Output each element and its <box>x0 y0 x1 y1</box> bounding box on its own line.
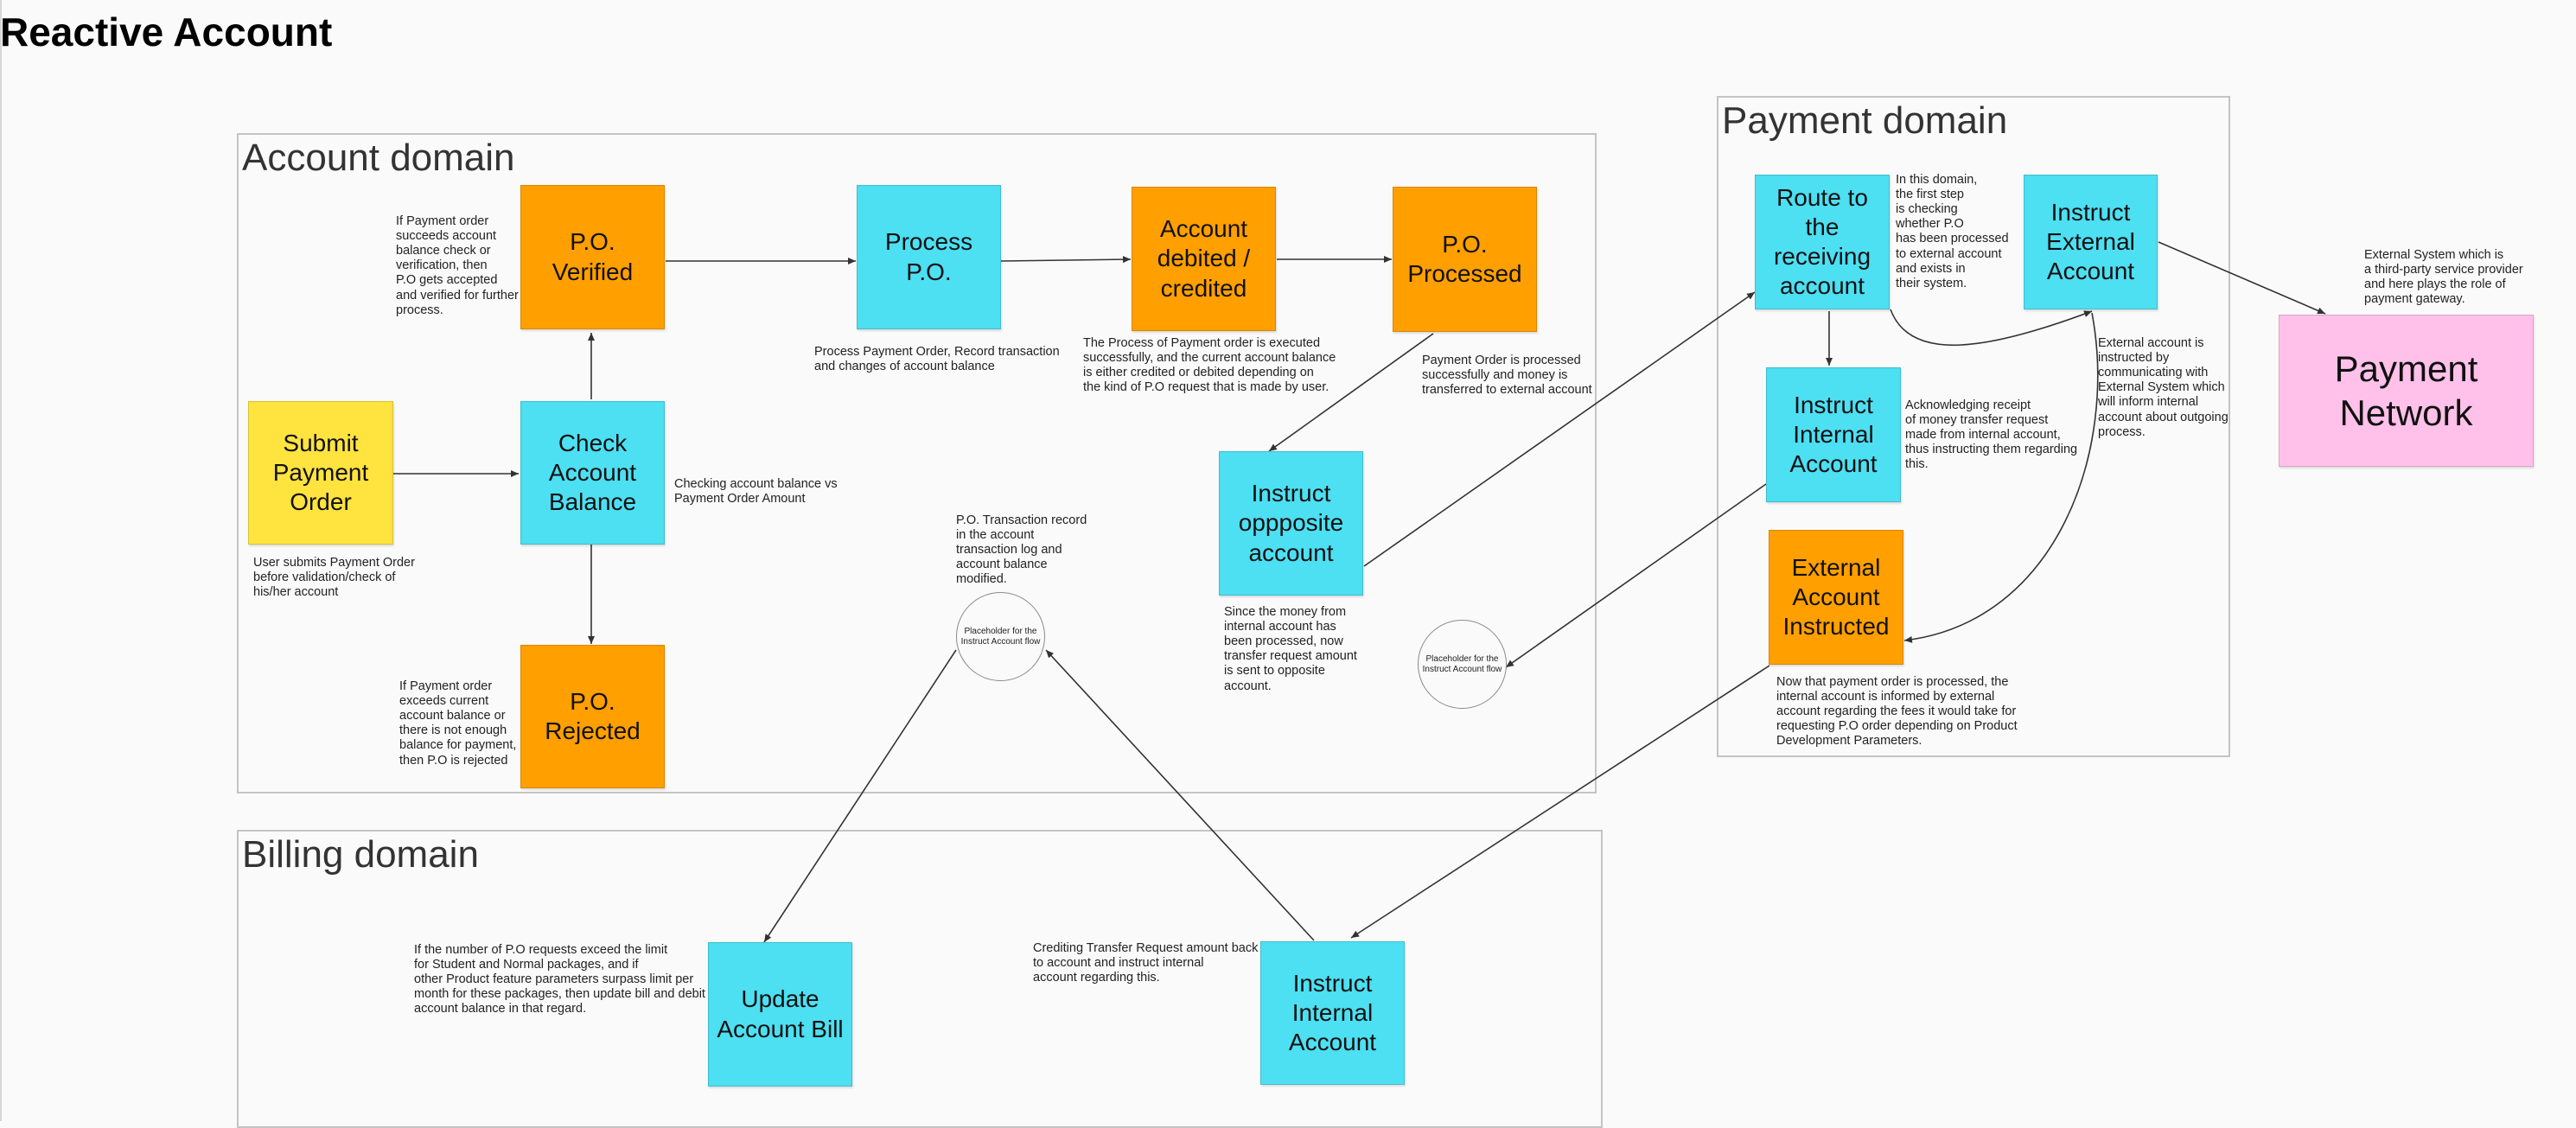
route-to-receiving-account-label: Route to the receiving account <box>1773 183 1871 300</box>
instruct-external-account-label: Instruct External Account <box>2046 198 2135 285</box>
arrow-processed-to-opposite <box>1268 333 1434 452</box>
instruct-opposite-account-label: Instruct oppposite account <box>1238 480 1344 566</box>
external-instructed-note: Now that payment order is processed, the… <box>1776 675 2018 749</box>
payment-network-label: Payment Network <box>2334 347 2478 433</box>
arrow-process-to-debited <box>1000 256 1132 264</box>
arrow-internal-to-placeholder <box>1505 483 1767 668</box>
process-po-label: Process P.O. <box>884 228 973 285</box>
page-title: Reactive Account <box>0 10 333 54</box>
instruct-internal-account-payment-label: Instruct Internal Account <box>1789 391 1878 478</box>
arrow-placeholder-to-update-bill <box>763 649 957 943</box>
submit-payment-order-sticky[interactable]: Submit Payment Order <box>248 401 393 545</box>
payment-domain-title: Payment domain <box>1722 99 2008 142</box>
instruct-internal-account-payment-sticky[interactable]: Instruct Internal Account <box>1766 367 1901 502</box>
transaction-record-note: P.O. Transaction record in the account t… <box>956 513 1087 587</box>
update-account-bill-label: Update Account Bill <box>717 985 844 1042</box>
placeholder-label-2: Placeholder for the Instruct Account flo… <box>1422 654 1502 674</box>
account-domain-title: Account domain <box>242 137 515 179</box>
arrow-billing-internal-to-placeholder <box>1045 649 1315 941</box>
po-processed-label: P.O. Processed <box>1407 230 1522 287</box>
arrow-route-to-external <box>1890 309 2093 347</box>
check-account-balance-label: Check Account Balance <box>548 429 637 516</box>
placeholder-instruct-account-flow-2[interactable]: Placeholder for the Instruct Account flo… <box>1418 620 1507 709</box>
po-rejected-label: P.O. Rejected <box>545 687 641 744</box>
arrow-external-to-network <box>2158 241 2326 315</box>
placeholder-instruct-account-flow-1[interactable]: Placeholder for the Instruct Account flo… <box>956 592 1045 681</box>
account-debited-credited-sticky[interactable]: Account debited / credited <box>1132 187 1276 331</box>
po-rejected-note: If Payment order exceeds current account… <box>399 679 517 768</box>
submit-payment-order-label: Submit Payment Order <box>272 429 369 516</box>
po-verified-label: P.O. Verified <box>552 228 634 285</box>
payment-network-sticky[interactable]: Payment Network <box>2279 315 2534 467</box>
po-processed-sticky[interactable]: P.O. Processed <box>1393 187 1537 332</box>
instruct-opposite-account-sticky[interactable]: Instruct oppposite account <box>1219 451 1363 596</box>
po-processed-note: Payment Order is processed successfully … <box>1422 354 1592 398</box>
left-edge-rule <box>0 0 2 1121</box>
external-account-instructed-sticky[interactable]: External Account Instructed <box>1769 530 1903 665</box>
instruct-internal-account-billing-sticky[interactable]: Instruct Internal Account <box>1260 941 1405 1085</box>
external-system-note: External System which is a third-party s… <box>2364 248 2523 307</box>
check-balance-note: Checking account balance vs Payment Orde… <box>674 477 838 507</box>
placeholder-label-1: Placeholder for the Instruct Account flo… <box>960 627 1041 647</box>
billing-note: If the number of P.O requests exceed the… <box>414 943 705 1016</box>
route-note: In this domain, the first step is checki… <box>1896 173 2009 290</box>
check-account-balance-sticky[interactable]: Check Account Balance <box>520 401 665 545</box>
process-po-sticky[interactable]: Process P.O. <box>857 185 1001 329</box>
debited-note: The Process of Payment order is executed… <box>1083 336 1336 395</box>
submit-note: User submits Payment Order before valida… <box>253 556 415 600</box>
external-account-instructed-label: External Account Instructed <box>1782 553 1890 640</box>
account-domain-frame[interactable]: Account domain <box>237 133 1597 793</box>
instruct-internal-account-billing-label: Instruct Internal Account <box>1288 969 1377 1056</box>
route-to-receiving-account-sticky[interactable]: Route to the receiving account <box>1755 175 1890 309</box>
payment-domain-frame[interactable]: Payment domain <box>1717 96 2230 757</box>
process-po-note: Process Payment Order, Record transactio… <box>814 345 1060 374</box>
arrow-instructed-to-billing-internal <box>1350 665 1770 939</box>
arrow-opposite-to-route <box>1363 291 1756 567</box>
po-verified-note: If Payment order succeeds account balanc… <box>396 214 519 317</box>
acknowledging-note: Acknowledging receipt of money transfer … <box>1905 398 2078 472</box>
opposite-note: Since the money from internal account ha… <box>1224 605 1357 693</box>
po-rejected-sticky[interactable]: P.O. Rejected <box>520 645 665 788</box>
instruct-external-account-sticky[interactable]: Instruct External Account <box>2024 175 2158 309</box>
update-account-bill-sticky[interactable]: Update Account Bill <box>708 942 852 1087</box>
crediting-note: Crediting Transfer Request amount back t… <box>1033 941 1259 985</box>
account-debited-credited-label: Account debited / credited <box>1157 215 1251 302</box>
billing-domain-title: Billing domain <box>242 833 479 876</box>
arrow-external-to-instructed <box>1903 312 2099 643</box>
external-account-note: External account is instructed by commun… <box>2098 336 2228 439</box>
po-verified-sticky[interactable]: P.O. Verified <box>520 185 665 329</box>
